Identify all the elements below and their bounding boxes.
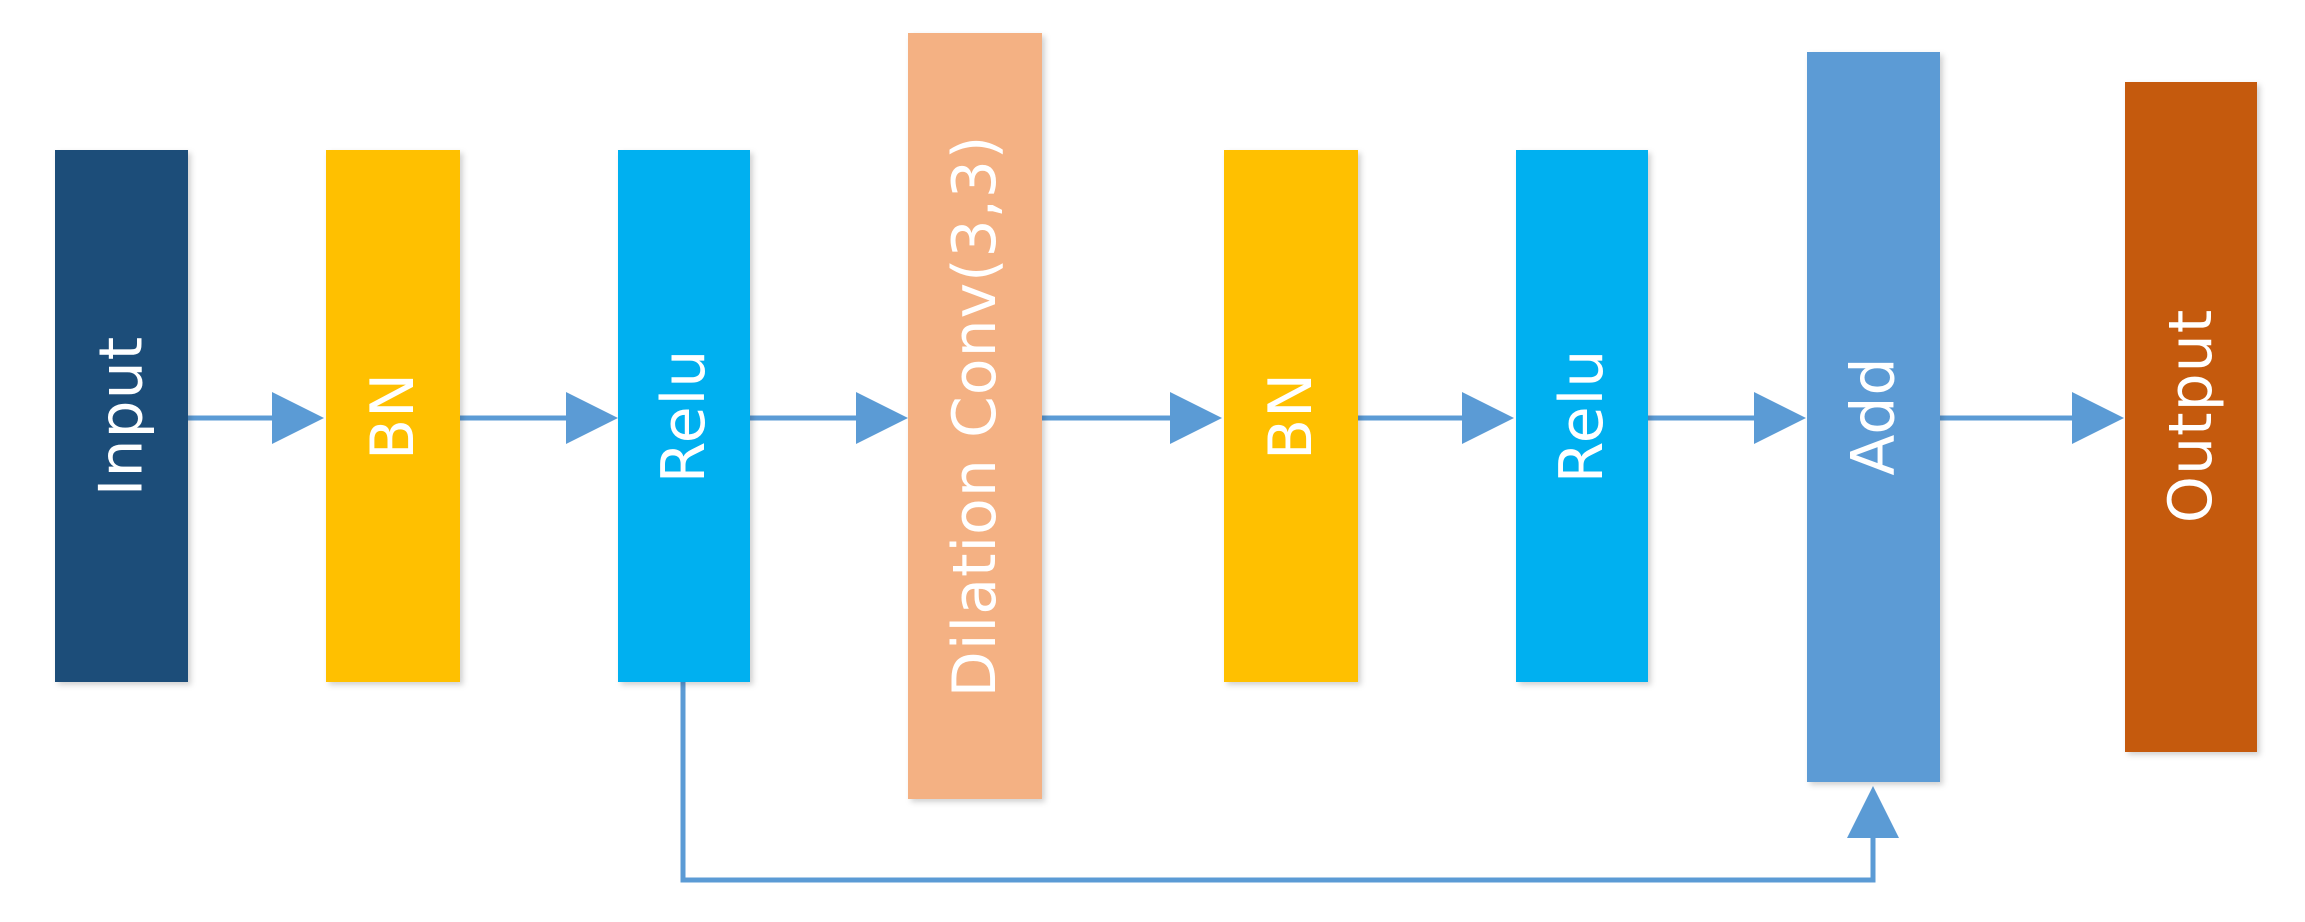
block-bn-1-label: BN: [358, 372, 428, 460]
block-bn-2-label: BN: [1256, 372, 1326, 460]
block-add-rect: [1807, 52, 1940, 782]
block-relu-1: Relu: [618, 150, 750, 682]
arrow-relu2-to-add: [1648, 392, 1806, 444]
block-output-label: Output: [2156, 309, 2226, 523]
block-add: Add: [1807, 52, 1940, 782]
block-relu-2: Relu: [1516, 150, 1648, 682]
arrow-bn2-to-relu2: [1358, 392, 1514, 444]
arrow-relu1-to-dilation-conv: [750, 392, 908, 444]
block-relu-2-label: Relu: [1547, 349, 1617, 484]
block-relu-1-label: Relu: [649, 349, 719, 484]
block-input: Input: [55, 150, 188, 682]
block-input-rect: [55, 150, 188, 682]
block-add-label: Add: [1839, 356, 1909, 475]
arrow-bn1-to-relu1: [460, 392, 618, 444]
block-relu-1-rect: [618, 150, 750, 682]
block-dilation-conv-rect: [908, 33, 1042, 799]
arrow-dilation-conv-to-bn2: [1042, 392, 1222, 444]
connectors: [188, 392, 2124, 883]
block-output: Output: [2125, 82, 2257, 752]
block-bn-2-rect: [1224, 150, 1358, 682]
block-output-rect: [2125, 82, 2257, 752]
block-bn-1: BN: [326, 150, 460, 682]
block-bn-2: BN: [1224, 150, 1358, 682]
block-dilation-conv-label: Dilation Conv(3,3): [940, 135, 1010, 698]
block-input-label: Input: [87, 336, 157, 496]
block-bn-1-rect: [326, 150, 460, 682]
block-dilation-conv: Dilation Conv(3,3): [908, 33, 1042, 799]
skip-connection-relu1-to-add: [680, 682, 1899, 883]
arrow-add-to-output: [1940, 392, 2124, 444]
arrow-input-to-bn1: [188, 392, 324, 444]
block-relu-2-rect: [1516, 150, 1648, 682]
